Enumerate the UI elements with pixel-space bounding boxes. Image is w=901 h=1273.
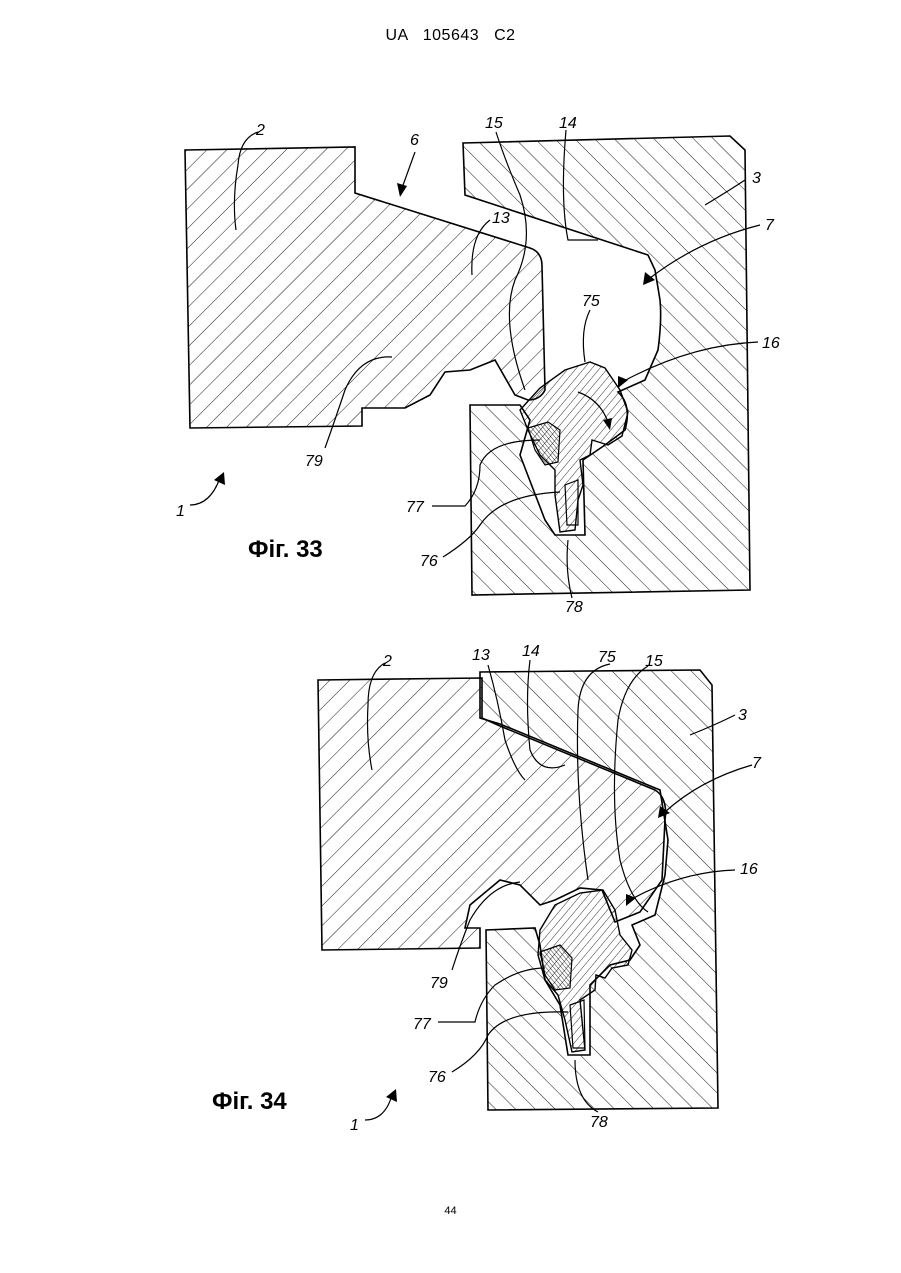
ref-16: 16: [762, 335, 780, 352]
ref-1: 1: [176, 503, 185, 520]
ref-76: 76: [428, 1069, 446, 1086]
ref-6: 6: [410, 132, 419, 149]
ref-7: 7: [765, 217, 775, 234]
ref-16: 16: [740, 861, 758, 878]
ref-75: 75: [582, 293, 600, 310]
leader-75: [583, 310, 590, 362]
figure-34-caption: Фіг. 34: [212, 1088, 287, 1115]
figure-34: 2 13 14 75 15 3 7 16 79 77 76 1 78 Фіг. …: [212, 643, 762, 1134]
ref-75: 75: [598, 649, 616, 666]
ref-3: 3: [752, 170, 761, 187]
ref-13: 13: [492, 210, 510, 227]
ref-77: 77: [406, 499, 425, 516]
ref-7: 7: [752, 755, 762, 772]
arrow-16-head: [618, 376, 628, 388]
leader-1: [365, 1095, 392, 1120]
arrow-6-head: [397, 183, 407, 197]
ref-79: 79: [430, 975, 448, 992]
ref-14: 14: [559, 115, 577, 132]
ref-2: 2: [382, 653, 392, 670]
arrow-7-head: [643, 272, 655, 285]
page-number: 44: [0, 1205, 901, 1217]
ref-78: 78: [590, 1114, 608, 1131]
leader-6: [402, 152, 415, 188]
ref-77: 77: [413, 1016, 432, 1033]
ref-15: 15: [645, 653, 663, 670]
ref-3: 3: [738, 707, 747, 724]
ref-78: 78: [565, 599, 583, 616]
ref-14: 14: [522, 643, 540, 660]
ref-1: 1: [350, 1117, 359, 1134]
ref-79: 79: [305, 453, 323, 470]
arrow-1-head: [214, 472, 225, 485]
leader-1: [190, 478, 220, 505]
insert-77-dense: [528, 422, 560, 465]
figure-33-caption: Фіг. 33: [248, 536, 323, 563]
figure-33: 2 6 15 14 3 13 7 75 16 79 77 1 76 78 Фіг…: [176, 115, 780, 616]
ref-13: 13: [472, 647, 490, 664]
ref-15: 15: [485, 115, 503, 132]
ref-2: 2: [255, 122, 265, 139]
ref-76: 76: [420, 553, 438, 570]
arrow-1-head: [386, 1089, 397, 1102]
